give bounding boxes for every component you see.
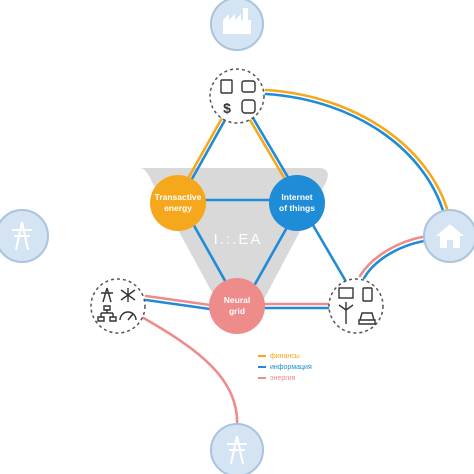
tower-node-bottom — [210, 423, 264, 474]
hub-neural-label-2: grid — [229, 306, 245, 316]
generation-cluster — [328, 278, 384, 334]
link-grid-tower — [138, 314, 239, 430]
hub-iot-label-1: Internet — [281, 192, 312, 202]
link-iot-generation — [308, 218, 350, 287]
link-transactive-neural — [190, 220, 230, 288]
gauge-icon — [119, 311, 137, 321]
socket-icon — [241, 99, 256, 114]
factory-icon — [223, 8, 251, 34]
power-tower-icon — [227, 435, 247, 465]
link-finance-house — [264, 88, 450, 214]
legend-information: информация — [270, 364, 312, 371]
dollar-icon: $ — [223, 100, 231, 116]
link-finance-iot — [251, 116, 294, 186]
grid-cluster — [90, 278, 146, 334]
hub-neural-label-1: Neural — [224, 295, 250, 305]
tower-node-left — [0, 209, 49, 263]
hub-transactive: Transactive energy — [150, 175, 206, 231]
link-iot-neural — [252, 220, 292, 288]
legend-finance: финансы — [270, 353, 300, 360]
legend: финансы информация энергия — [258, 353, 312, 382]
pylon-icon — [101, 287, 113, 303]
hub-transactive-label-1: Transactive — [155, 192, 202, 202]
link-finance-transactive — [183, 116, 224, 186]
finance-cluster: $ — [209, 68, 265, 124]
meter-icon — [220, 79, 233, 94]
network-icon — [97, 305, 117, 322]
solar-panel-icon — [338, 287, 354, 299]
power-tower-icon — [12, 221, 32, 251]
wind-turbine-icon — [338, 302, 354, 324]
hub-transactive-label-2: energy — [164, 203, 192, 213]
battery-icon — [362, 287, 373, 302]
legend-energy: энергия — [270, 375, 296, 382]
hub-iot: Internet of things — [269, 175, 325, 231]
brand-logo: I.:.EA — [214, 231, 263, 248]
hub-neural: Neural grid — [209, 278, 265, 334]
house-node — [423, 209, 474, 263]
robot-icon — [241, 80, 256, 93]
transformer-icon — [120, 288, 136, 302]
link-grid-neural — [144, 294, 212, 307]
hub-iot-label-2: of things — [279, 203, 315, 213]
car-icon — [358, 312, 376, 325]
link-house-generation — [358, 234, 430, 278]
connections — [138, 88, 450, 430]
factory-node — [210, 0, 264, 51]
house-icon — [436, 224, 464, 248]
